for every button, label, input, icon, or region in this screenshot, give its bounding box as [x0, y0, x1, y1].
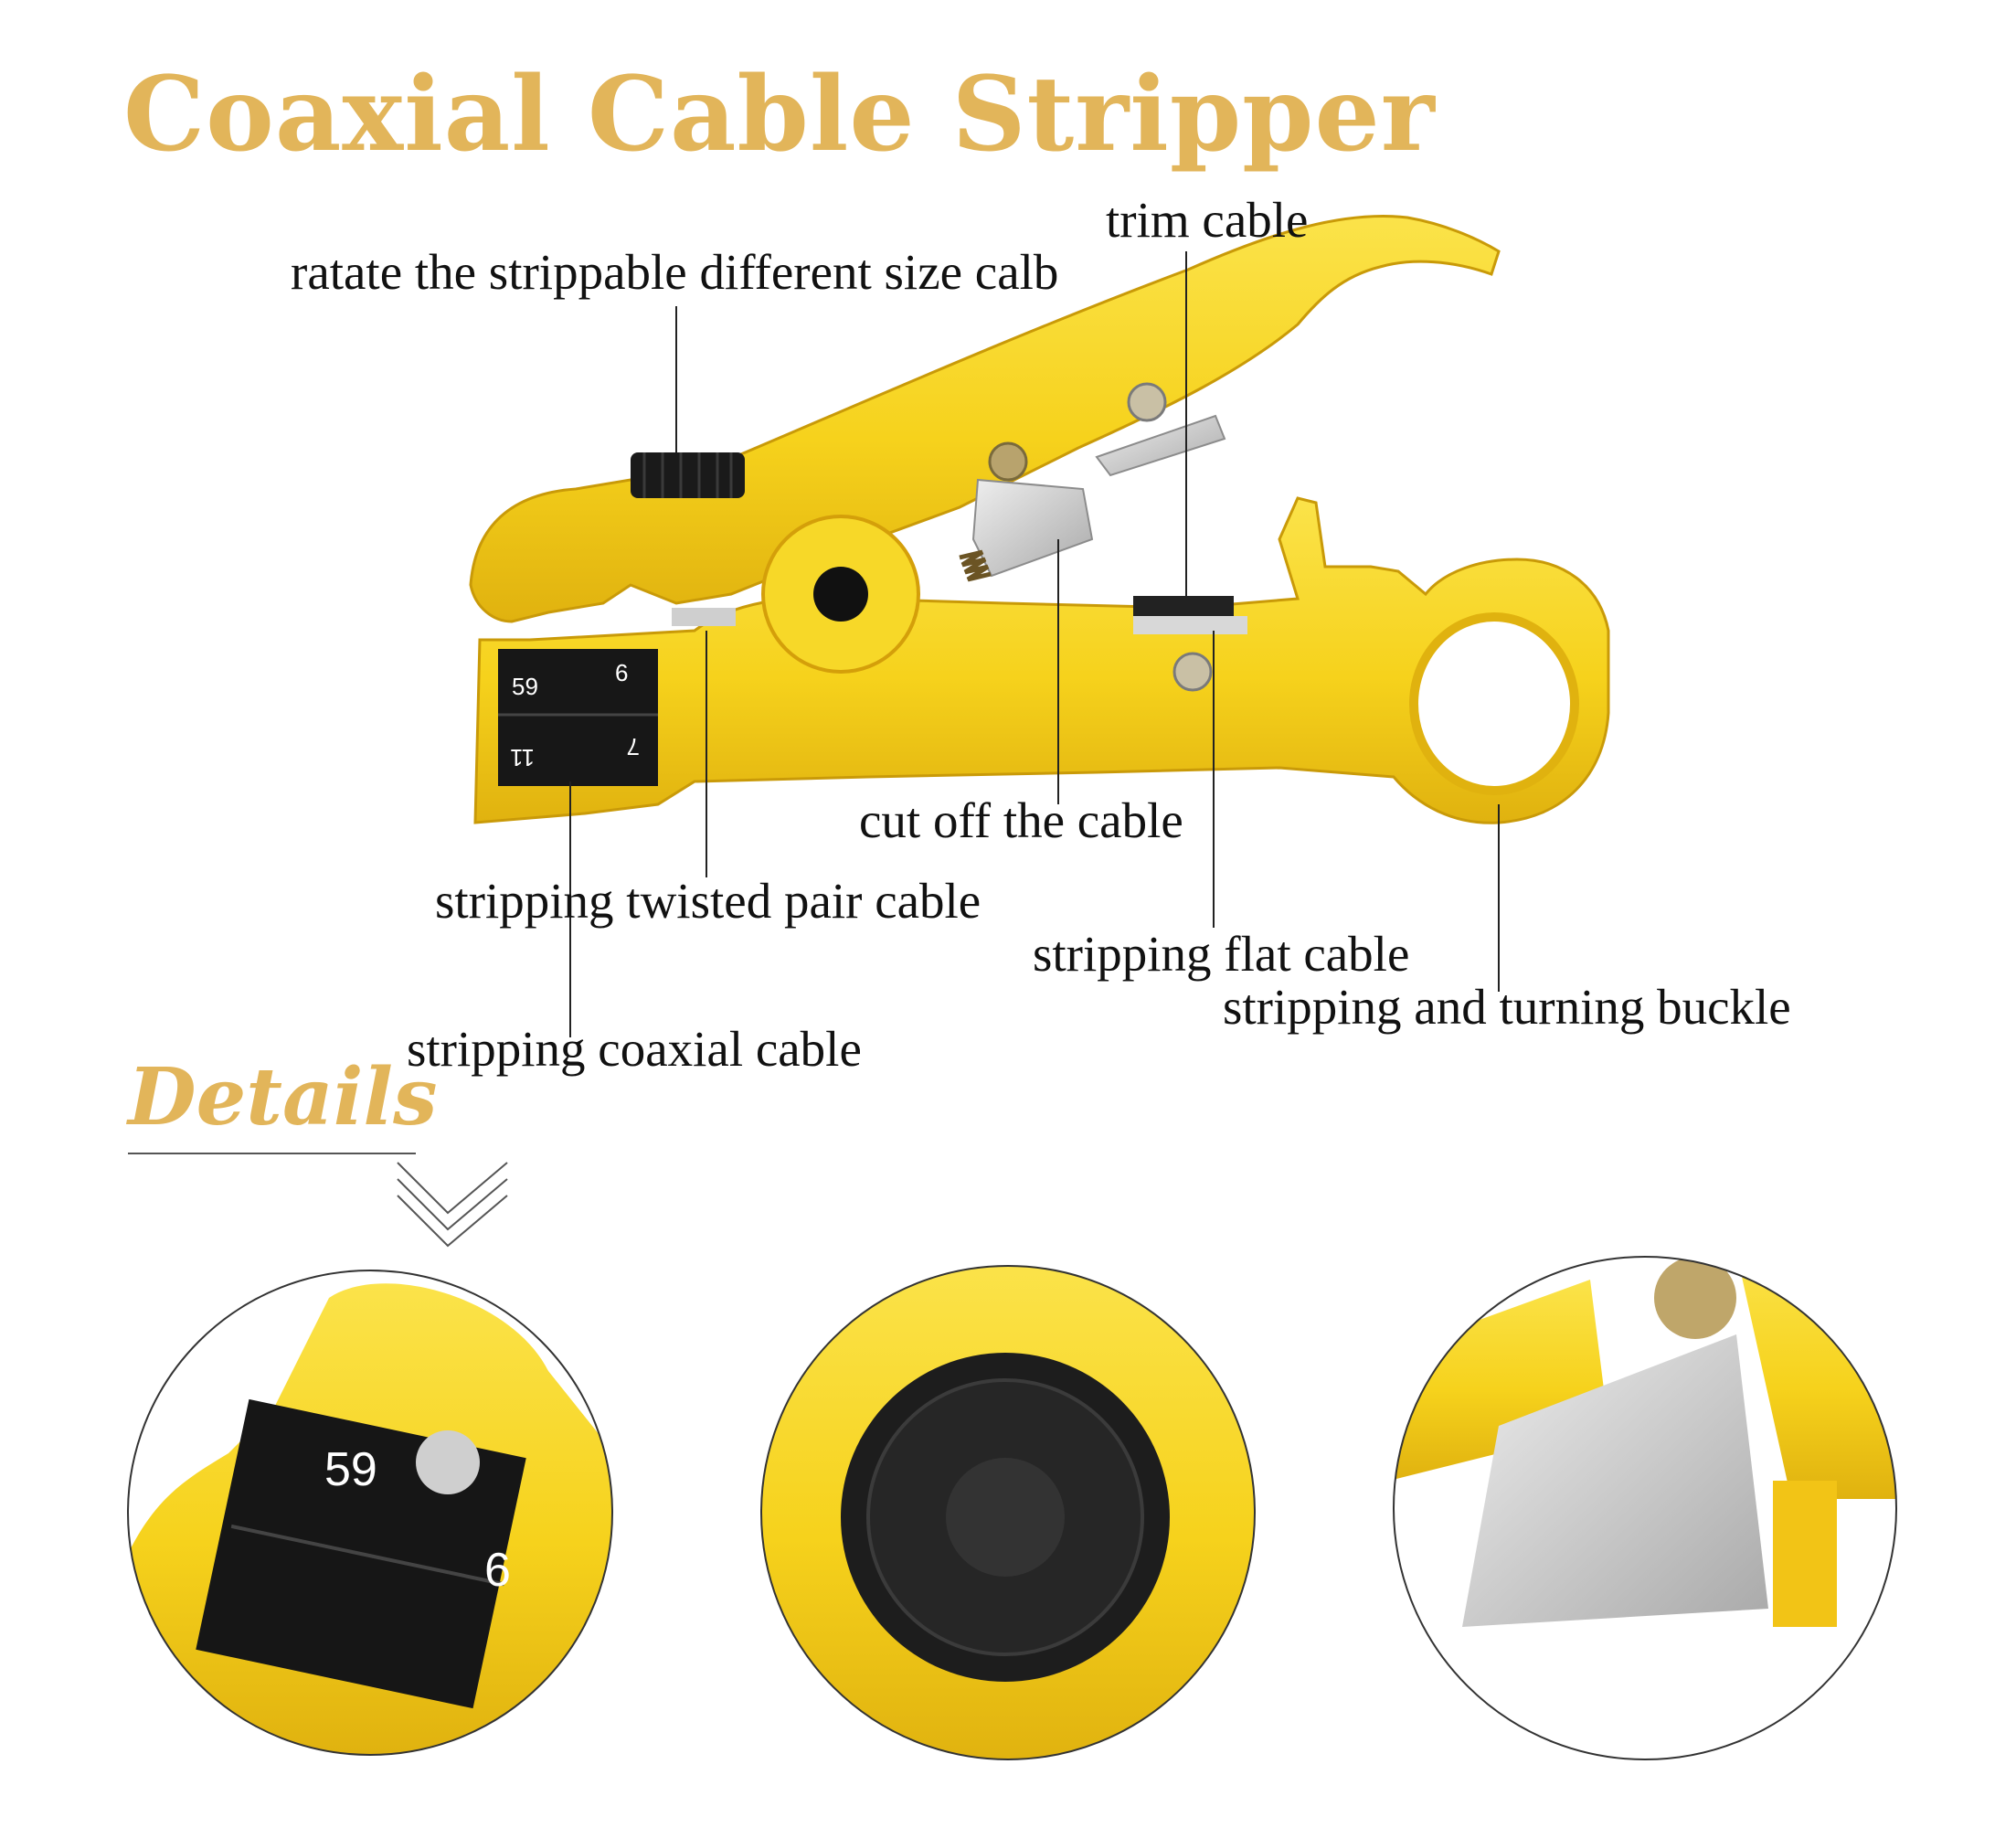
- leader-lines: [569, 251, 1500, 1037]
- cutting-blade-closeup: [1394, 1257, 1896, 1759]
- closeup-mark-6: 6: [484, 1544, 511, 1597]
- spring: [959, 549, 992, 582]
- upper-handle: [469, 215, 1501, 623]
- cassette-mark-7: 7: [627, 733, 640, 760]
- callout-coaxial: stripping coaxial cable: [407, 1021, 862, 1077]
- blade-cassette: [498, 649, 658, 786]
- blade-cassette-closeup: 59 6: [128, 1270, 612, 1755]
- callout-trim: trim cable: [1106, 192, 1309, 248]
- cassette-mark-59: 59: [512, 673, 538, 700]
- callout-buckle: stripping and turning buckle: [1223, 979, 1791, 1035]
- pivot-knob: [813, 567, 868, 622]
- callout-cut-off: cut off the cable: [859, 792, 1183, 848]
- callout-twisted-pair: stripping twisted pair cable: [435, 873, 981, 929]
- flat-screw: [1172, 652, 1213, 692]
- page-title: Coaxial Cable Stripper: [123, 55, 1436, 175]
- cut-off-blade: [971, 478, 1094, 578]
- trim-screw: [1127, 382, 1167, 422]
- callout-rotate: ratate the strippable different size cal…: [291, 244, 1059, 300]
- callout-flat: stripping flat cable: [1033, 926, 1410, 982]
- buckle-ring-hole: [1409, 612, 1579, 795]
- blade-screw: [988, 441, 1028, 482]
- section-title: Details: [128, 1051, 438, 1143]
- rotation-knob-closeup: [761, 1266, 1255, 1759]
- rotate-knob: [631, 452, 745, 498]
- cassette-mark-11: 11: [510, 744, 535, 771]
- chevron-down-icon: [397, 1162, 508, 1248]
- trim-blade: [1095, 414, 1226, 477]
- flat-cable-blade: [1133, 596, 1234, 616]
- cassette-mark-6: 6: [615, 659, 628, 686]
- closeup-mark-59: 59: [324, 1443, 377, 1496]
- twisted-pair-blade: [672, 608, 736, 626]
